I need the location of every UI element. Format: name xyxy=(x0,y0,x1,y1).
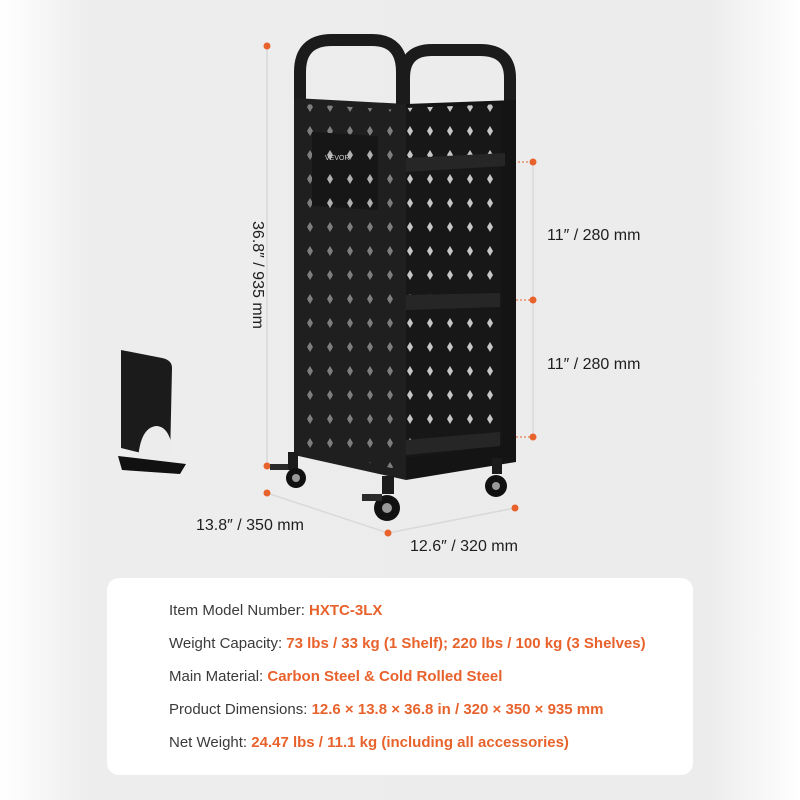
spec-value: 12.6 × 13.8 × 36.8 in / 320 × 350 × 935 … xyxy=(311,701,604,718)
spec-value: HXTC-3LX xyxy=(309,602,383,619)
spec-net-weight: Net Weight: 24.47 lbs / 11.1 kg (includi… xyxy=(169,734,569,751)
spec-value: 73 lbs / 33 kg (1 Shelf); 220 lbs / 100 … xyxy=(286,635,646,652)
caster-wheels xyxy=(270,452,507,521)
spec-label: Weight Capacity: xyxy=(169,635,287,652)
spec-model-number: Item Model Number: HXTC-3LX xyxy=(169,602,382,619)
spec-main-material: Main Material: Carbon Steel & Cold Rolle… xyxy=(169,668,502,685)
width-dimension-label: 12.6″ / 320 mm xyxy=(410,538,518,555)
brand-logo: VEVOR xyxy=(325,155,350,162)
base-dimension-lines xyxy=(263,489,519,537)
spec-weight-capacity: Weight Capacity: 73 lbs / 33 kg (1 Shelf… xyxy=(169,635,646,652)
rolling-cart: VEVOR xyxy=(270,34,516,521)
depth-dimension-label: 13.8″ / 350 mm xyxy=(196,517,304,534)
upper-shelf-spacing-label: 11″ / 280 mm xyxy=(547,227,641,244)
height-dimension-line xyxy=(263,42,271,470)
height-dimension-label: 36.8″ / 935 mm xyxy=(249,221,266,329)
spec-label: Item Model Number: xyxy=(169,602,310,619)
spec-product-dimensions: Product Dimensions: 12.6 × 13.8 × 36.8 i… xyxy=(169,701,603,718)
spec-label: Net Weight: xyxy=(169,734,252,751)
bookend-accessory xyxy=(118,350,186,474)
lower-shelf-spacing-label: 11″ / 280 mm xyxy=(547,356,641,373)
spec-value: Carbon Steel & Cold Rolled Steel xyxy=(267,668,503,685)
specifications-card: Item Model Number: HXTC-3LX Weight Capac… xyxy=(107,578,693,775)
spec-label: Product Dimensions: xyxy=(169,701,312,718)
spec-value: 24.47 lbs / 11.1 kg (including all acces… xyxy=(251,734,569,751)
spec-label: Main Material: xyxy=(169,668,268,685)
